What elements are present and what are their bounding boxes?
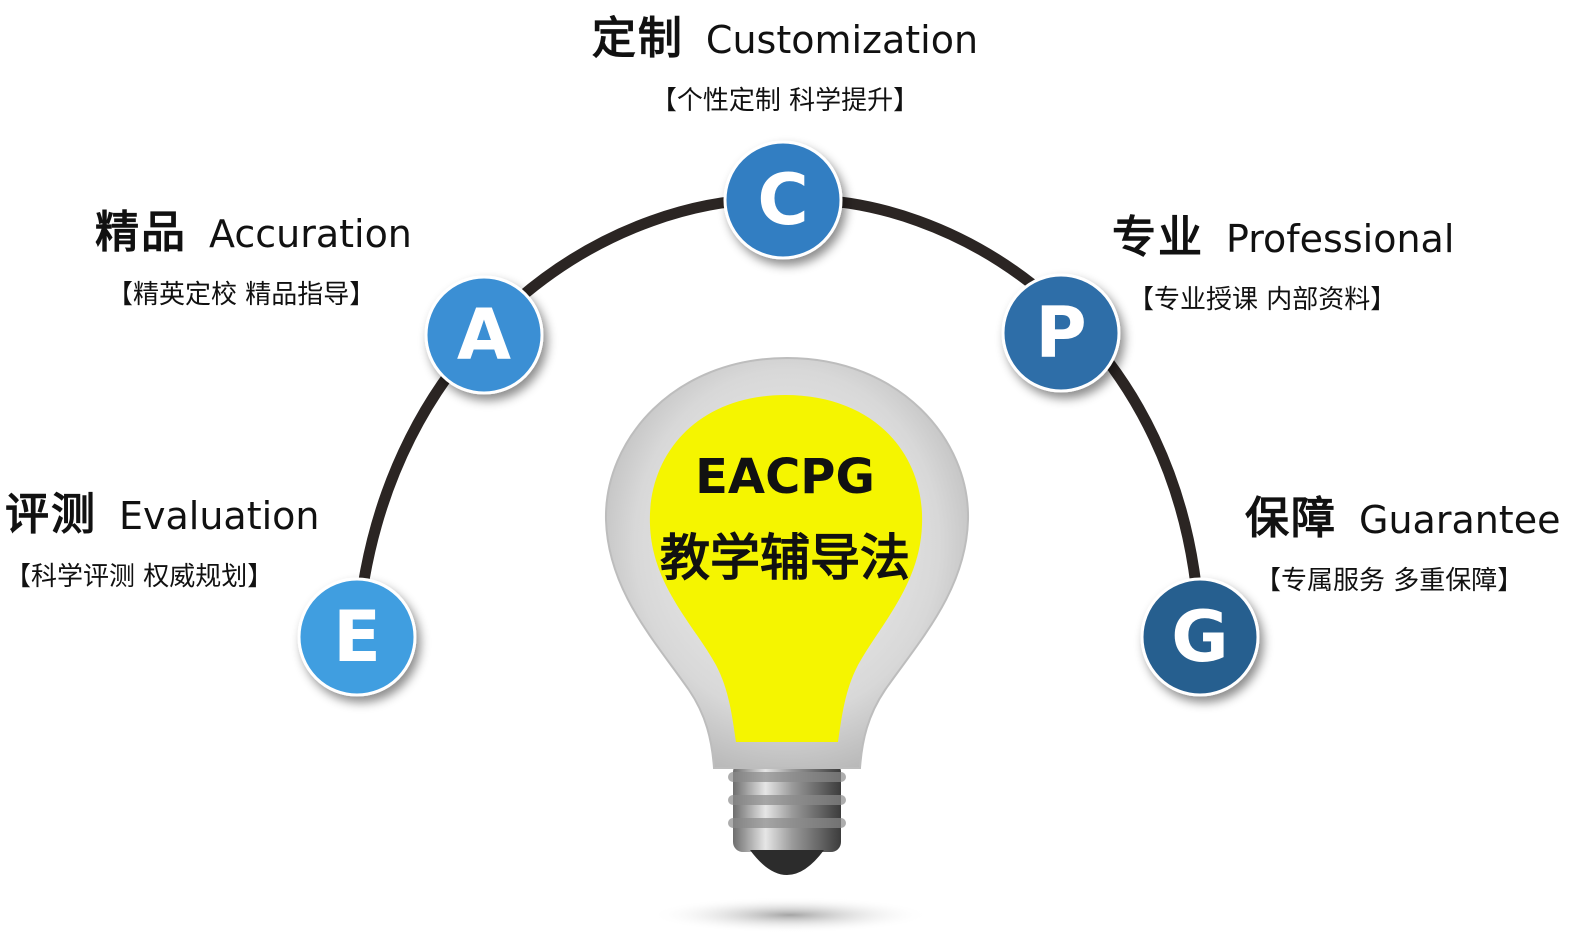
label-sub: 【个性定制 科学提升】 — [650, 86, 920, 116]
node-circle — [297, 577, 417, 697]
node-circle — [723, 140, 843, 260]
label-sub: 【精英定校 精品指导】 — [107, 280, 376, 310]
label-zh: 精品 — [95, 207, 187, 258]
label-guarantee: 保障 Guarantee 【专属服务 多重保障】 — [1245, 482, 1560, 597]
label-professional: 专业 Professional 【专业授课 内部资料】 — [1112, 201, 1454, 316]
label-customization: 定制 Customization 【个性定制 科学提升】 — [560, 2, 1010, 117]
node-e: E — [297, 577, 417, 697]
label-accuration: 精品 Accuration 【精英定校 精品指导】 — [95, 196, 412, 311]
node-g: G — [1140, 577, 1260, 697]
label-sub: 【科学评测 权威规划】 — [5, 562, 274, 592]
node-letter: A — [457, 294, 511, 376]
label-en: Guarantee — [1359, 498, 1561, 542]
node-p: P — [1001, 273, 1121, 393]
node-a: A — [424, 275, 544, 395]
node-circle — [424, 275, 544, 395]
node-circle — [1001, 273, 1121, 393]
node-circle — [1140, 577, 1260, 697]
label-en: Evaluation — [119, 494, 320, 538]
bulb-floor-shadow — [650, 897, 930, 933]
bulb-screw-base — [728, 762, 846, 875]
label-zh: 专业 — [1112, 212, 1204, 263]
label-sub: 【专属服务 多重保障】 — [1255, 566, 1524, 596]
node-letter: G — [1171, 596, 1228, 678]
label-sub: 【专业授课 内部资料】 — [1128, 285, 1397, 315]
label-en: Accuration — [209, 212, 412, 256]
label-en: Customization — [705, 18, 979, 62]
label-en: Professional — [1226, 217, 1455, 261]
node-letter: P — [1035, 292, 1086, 374]
label-zh: 定制 — [591, 13, 684, 64]
node-letter: E — [333, 596, 381, 678]
bulb-subtitle: 教学辅导法 — [660, 529, 910, 587]
node-letter: C — [757, 159, 808, 241]
label-zh: 评测 — [5, 489, 97, 540]
bulb-title: EACPG — [695, 449, 875, 505]
label-zh: 保障 — [1245, 493, 1337, 544]
bulb-glow — [649, 395, 923, 742]
node-c: C — [723, 140, 843, 260]
label-evaluation: 评测 Evaluation 【科学评测 权威规划】 — [5, 478, 320, 593]
